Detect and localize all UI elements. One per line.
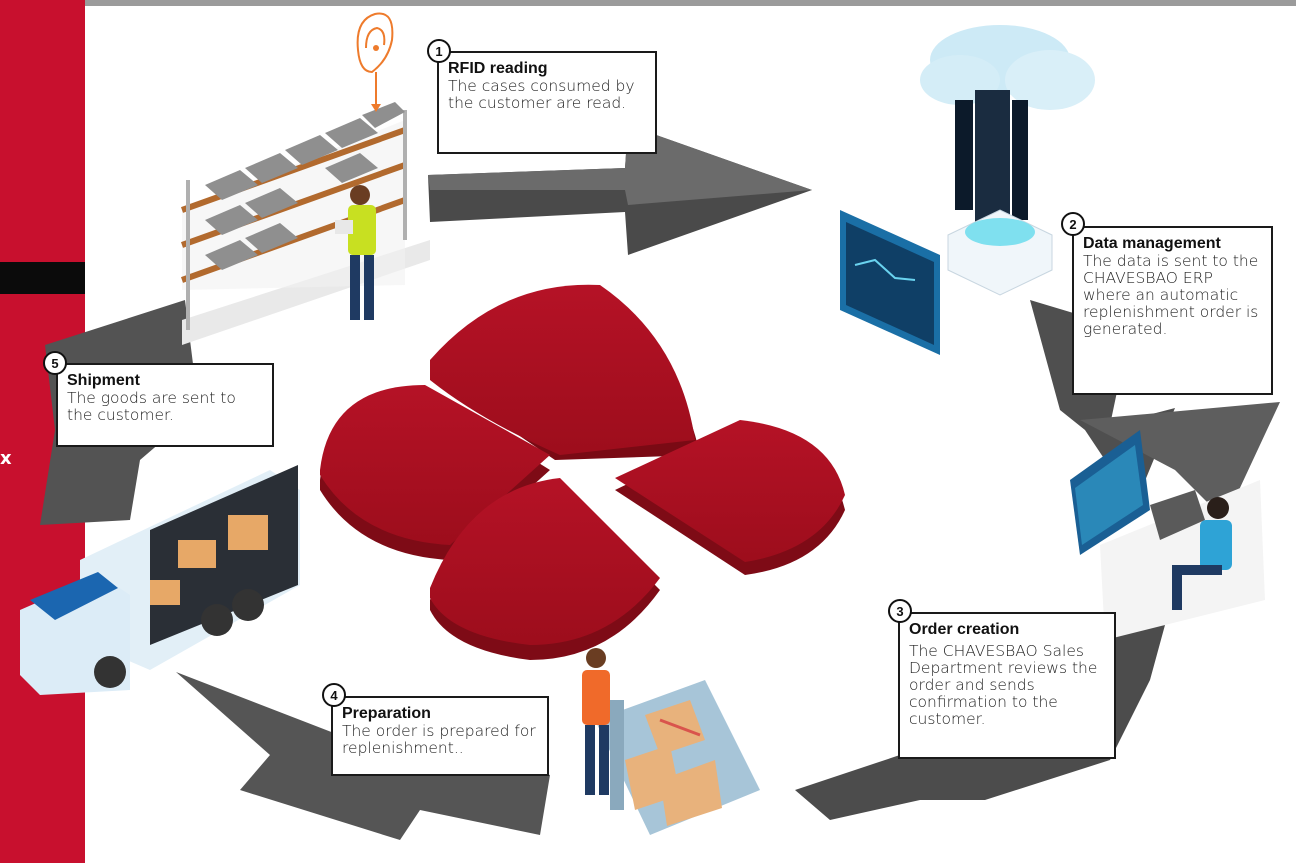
delivery-truck-icon xyxy=(20,465,300,695)
rfid-signal-icon xyxy=(356,12,394,112)
step-5-description: The goods are sent to the customer. xyxy=(67,389,236,424)
step-4-number: 4 xyxy=(322,683,346,707)
step-4-title: Preparation xyxy=(342,705,431,722)
step-5-title: Shipment xyxy=(67,372,140,389)
step-2-description: The data is sent to the CHAVESBAO ERP wh… xyxy=(1083,252,1259,338)
step-4-description: The order is prepared for replenishment.… xyxy=(342,722,536,757)
step-2-title: Data management xyxy=(1083,235,1221,252)
step-1-description: The cases consumed by the customer are r… xyxy=(448,77,635,112)
step-5-box: Shipment The goods are sent to the custo… xyxy=(56,363,274,447)
step-3-description: The CHAVESBAO Sales Department reviews t… xyxy=(909,642,1098,728)
side-rail-glyph: x xyxy=(0,448,12,469)
dashboard-monitor-icon xyxy=(840,210,940,355)
top-bar xyxy=(85,0,1296,6)
step-1-box: RFID reading The cases consumed by the c… xyxy=(437,51,657,154)
side-rail-tab xyxy=(0,262,85,294)
center-petal-logo xyxy=(320,284,845,660)
step-3-title: Order creation xyxy=(909,621,1020,638)
step-4-box: Preparation The order is prepared for re… xyxy=(331,696,549,776)
cloud-server-icon xyxy=(920,25,1095,296)
step-2-number: 2 xyxy=(1061,212,1085,236)
step-5-number: 5 xyxy=(43,351,67,375)
step-1-title: RFID reading xyxy=(448,60,548,77)
step-3-box: Order creation The CHAVESBAO Sales Depar… xyxy=(898,612,1116,759)
cycle-arrow-1 xyxy=(428,125,812,255)
office-worker-icon xyxy=(1070,430,1265,640)
pallet-cart-icon xyxy=(582,648,760,835)
step-3-number: 3 xyxy=(888,599,912,623)
step-1-number: 1 xyxy=(427,39,451,63)
shelf-worker-icon xyxy=(180,102,430,345)
step-2-box: Data management The data is sent to the … xyxy=(1072,226,1273,395)
